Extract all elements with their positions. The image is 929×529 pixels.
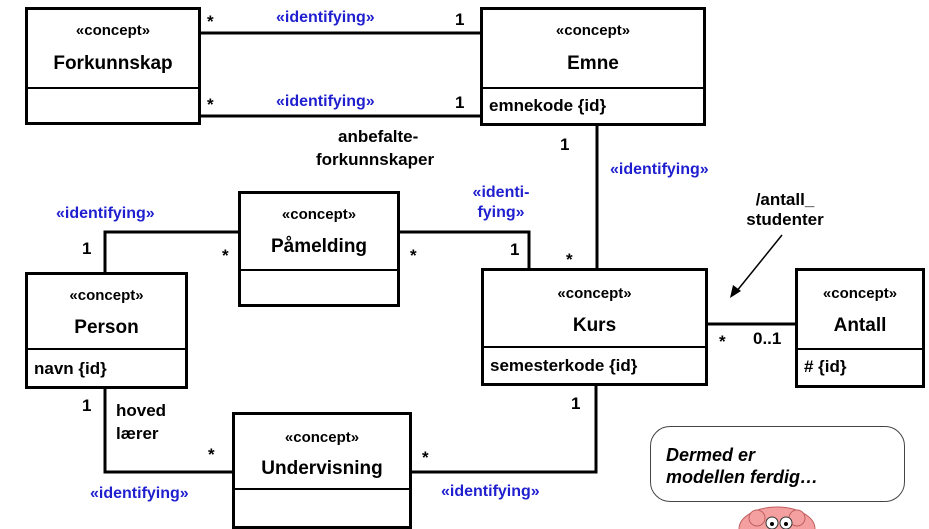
derived-pointer-arrowhead: [730, 285, 741, 298]
multiplicity: 0..1: [753, 329, 782, 348]
assoc-stereotype: «identifying»: [610, 161, 709, 178]
class-name: Person: [74, 317, 139, 338]
speech-bubble: [650, 426, 905, 502]
multiplicity: 1: [455, 93, 465, 112]
derived-attribute-label: /antall_ studenter: [730, 190, 840, 230]
multiplicity: *: [410, 246, 417, 265]
stereotype-label: «concept»: [75, 22, 151, 39]
assoc-stereotype: «identifying»: [441, 483, 540, 500]
line-kurs-undervisning: [409, 385, 598, 474]
multiplicity: 1: [571, 394, 581, 413]
class-kurs: «concept» Kurs semesterkode {id}: [481, 268, 708, 386]
stereotype-label: «concept»: [557, 285, 632, 302]
mascot-icon: [738, 506, 816, 529]
assoc-stereotype: «identifying»: [276, 9, 375, 26]
class-name: Forkunnskap: [53, 53, 173, 74]
line-pamelding-kurs: [397, 230, 531, 270]
class-undervisning: «concept» Undervisning: [232, 412, 412, 529]
derived-pointer-line: [735, 234, 783, 293]
speech-bubble-text: Dermed er modellen ferdig…: [666, 444, 818, 488]
multiplicity: *: [207, 12, 214, 31]
stereotype-label: «concept»: [555, 22, 631, 39]
assoc-stereotype: «identifying»: [276, 93, 375, 110]
assoc-stereotype: «identifying»: [56, 205, 155, 222]
assoc-stereotype: «identi- fying»: [466, 183, 536, 223]
multiplicity: *: [222, 246, 229, 265]
derived-attribute-line: /antall_: [755, 190, 815, 209]
class-name: Emne: [567, 53, 619, 74]
class-attribute: semesterkode {id}: [490, 356, 638, 375]
stereotype-label: «concept»: [281, 206, 357, 223]
role-name: forkunnskaper: [316, 150, 435, 169]
class-person: «concept» Person navn {id}: [25, 272, 188, 389]
speech-bubble-line: modellen ferdig…: [666, 467, 819, 487]
class-name: Antall: [833, 315, 887, 336]
multiplicity: 1: [560, 135, 570, 154]
multiplicity: *: [208, 445, 215, 464]
multiplicity: *: [566, 250, 573, 269]
stereotype-label: «concept»: [822, 285, 898, 302]
class-attribute: navn {id}: [34, 359, 107, 378]
line-person-pamelding: [103, 230, 240, 280]
derived-attribute-line: studenter: [746, 210, 824, 229]
assoc-stereotype-line: fying»: [477, 204, 525, 221]
class-emne: «concept» Emne emnekode {id}: [480, 7, 706, 126]
assoc-stereotype: «identifying»: [90, 485, 189, 502]
role-name: hoved: [116, 401, 167, 420]
multiplicity: 1: [82, 239, 92, 258]
multiplicity: 1: [510, 240, 520, 259]
role-name: lærer: [116, 424, 159, 443]
speech-bubble-line: Dermed er: [666, 445, 756, 465]
line-person-undervisning: [103, 388, 234, 474]
class-pamelding: «concept» Påmelding: [238, 191, 400, 307]
multiplicity: *: [422, 448, 429, 467]
assoc-stereotype-line: «identi-: [472, 184, 530, 201]
class-name: Påmelding: [270, 236, 368, 257]
stereotype-label: «concept»: [284, 429, 360, 446]
stereotype-label: «concept»: [69, 287, 144, 304]
class-antall: «concept» Antall # {id}: [795, 268, 925, 388]
class-name: Undervisning: [261, 458, 383, 479]
multiplicity: *: [719, 332, 726, 351]
multiplicity: 1: [455, 10, 465, 29]
class-forkunnskap: «concept» Forkunnskap: [25, 7, 201, 125]
multiplicity: *: [207, 95, 214, 114]
multiplicity: 1: [82, 396, 92, 415]
class-attribute: emnekode {id}: [489, 96, 607, 115]
class-attribute: # {id}: [804, 357, 847, 376]
class-name: Kurs: [572, 315, 617, 336]
role-name: anbefalte-: [338, 127, 419, 146]
